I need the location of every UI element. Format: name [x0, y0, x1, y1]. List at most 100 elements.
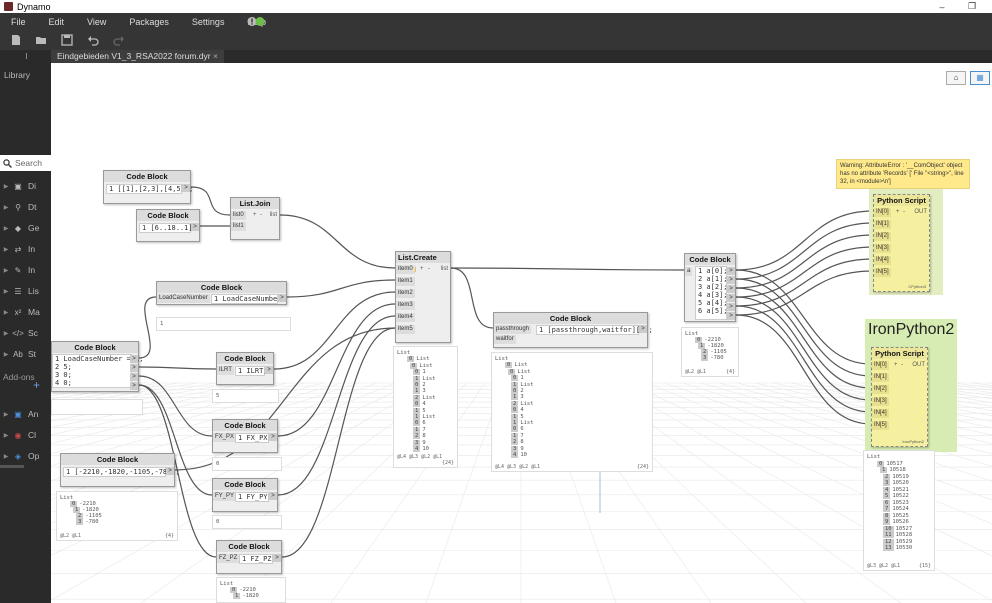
output-port[interactable]: > [278, 294, 286, 302]
connector-wire[interactable] [735, 296, 872, 401]
connector-wire[interactable] [735, 234, 874, 289]
library-scrollbar[interactable] [0, 465, 24, 468]
code-block-loadcasenumber[interactable]: Code Block LoadCaseNumber 1 LoadCaseNumb… [156, 281, 287, 305]
output-port-out[interactable]: OUT [914, 209, 927, 215]
add-package-icon[interactable]: + [33, 378, 41, 392]
input-port-list0[interactable]: list0 [231, 211, 246, 220]
code-block-node-2[interactable]: Code Block 1 [6..18..1]; > [136, 209, 200, 242]
output-port[interactable]: > [191, 223, 199, 231]
input-port-loadcasenumber[interactable]: LoadCaseNumber [157, 294, 210, 303]
input-port-waitfor[interactable]: waitfor [494, 335, 516, 344]
input-port-fy[interactable]: FY_PY [213, 492, 237, 501]
input-port-fz[interactable]: FZ_PZ [217, 554, 240, 563]
input-port-fx[interactable]: FX_PX [213, 433, 237, 442]
output-port-1[interactable]: > [130, 355, 138, 363]
library-drag-handle[interactable] [26, 53, 27, 59]
open-folder-icon[interactable] [35, 34, 47, 46]
input-port-in4[interactable]: IN[4] [874, 256, 891, 265]
output-port[interactable]: > [182, 184, 190, 192]
list-create-node[interactable]: List.Create Inactive item0 item1 item2 i… [395, 251, 451, 343]
library-item-6[interactable]: ▶☰Lis [3, 286, 39, 296]
output-port-4[interactable]: > [130, 382, 138, 390]
code-block-fz[interactable]: Code Block FZ_PZ 1 FZ_PZ; > [216, 540, 282, 574]
code-block-fy[interactable]: Code Block FY_PY 1 FY_PY; > [212, 478, 278, 512]
menu-view[interactable]: View [87, 16, 107, 27]
input-port-item0[interactable]: item0 [396, 265, 415, 274]
code-block-main[interactable]: Code Block 1 LoadCaseNumber = 1;2 5;3 0;… [51, 341, 144, 392]
connector-wire[interactable] [174, 327, 396, 471]
connector-wire[interactable] [735, 246, 874, 298]
input-port-item1[interactable]: item1 [396, 277, 415, 286]
input-port-in5[interactable]: IN[5] [872, 421, 889, 430]
output-port[interactable]: > [269, 433, 277, 441]
library-item-3[interactable]: ▶◆Ge [3, 223, 40, 233]
output-port-3[interactable]: > [727, 285, 735, 293]
connector-wire[interactable] [138, 375, 213, 437]
code-editor[interactable]: 1 FX_PX; [235, 433, 272, 443]
connector-wire[interactable] [281, 327, 396, 558]
python-script-node-1[interactable]: Python Script IN[0] IN[1] IN[2] IN[3] IN… [873, 194, 930, 292]
connector-wire[interactable] [273, 291, 396, 370]
graph-view-button[interactable]: ▦ [970, 71, 990, 85]
connector-wire[interactable] [735, 287, 872, 389]
connector-wire[interactable] [735, 222, 874, 280]
addon-item-1[interactable]: ▶▣An [3, 409, 39, 419]
output-port-5[interactable]: > [727, 303, 735, 311]
library-item-1[interactable]: ▶▣Di [3, 181, 37, 191]
library-item-2[interactable]: ▶⚲Dt [3, 202, 37, 212]
minimize-button[interactable]: – [939, 1, 945, 12]
remove-input-button[interactable]: - [903, 209, 905, 215]
menu-file[interactable]: File [11, 16, 26, 27]
input-port-in5[interactable]: IN[5] [874, 268, 891, 277]
connector-wire[interactable] [450, 267, 494, 329]
input-port-passthrough[interactable]: passthrough [494, 325, 532, 334]
connector-wire[interactable] [190, 186, 231, 216]
input-port-in0[interactable]: IN[0] [872, 361, 889, 370]
code-block-node-1[interactable]: Code Block 1 [[1],[2,3],[4,5]]; > [103, 170, 193, 204]
warning-bubble[interactable]: Warning: AttributeError : '__ComObject' … [836, 159, 970, 189]
input-port-in3[interactable]: IN[3] [872, 397, 889, 406]
input-port-in3[interactable]: IN[3] [874, 244, 891, 253]
code-block-values[interactable]: Code Block 1 [-2210,-1820,-1105,-780]; > [60, 453, 180, 487]
connector-wire[interactable] [735, 258, 874, 307]
code-editor[interactable]: 1 FZ_PZ; [239, 554, 276, 564]
tab-workspace[interactable]: Eindgebieden V1_3_RSA2022 forum.dyr × [51, 50, 224, 63]
code-block-ilrt[interactable]: Code Block ILRT 1 ILRT; > [216, 352, 274, 385]
remove-input-button[interactable]: - [901, 362, 903, 368]
connector-wire[interactable] [138, 384, 217, 558]
save-icon[interactable] [61, 34, 73, 46]
input-port-item5[interactable]: item5 [396, 325, 415, 334]
redo-icon[interactable] [113, 34, 125, 46]
add-input-button[interactable]: + [894, 362, 898, 368]
connector-wire[interactable] [279, 214, 396, 269]
connector-wire[interactable] [735, 269, 872, 365]
code-block-fx[interactable]: Code Block FX_PX 1 FX_PX; > [212, 419, 278, 453]
add-input-button[interactable]: + [896, 209, 900, 215]
input-port-in1[interactable]: IN[1] [874, 220, 891, 229]
library-item-4[interactable]: ▶⇄In [3, 244, 36, 254]
remove-input-button[interactable]: - [260, 212, 262, 218]
input-port-in4[interactable]: IN[4] [872, 409, 889, 418]
menu-settings[interactable]: Settings [191, 16, 225, 27]
output-port-list[interactable]: list [440, 266, 448, 272]
geometry-view-button[interactable]: ⌂ [946, 71, 966, 85]
add-input-button[interactable]: + [253, 212, 257, 218]
restore-button[interactable]: ❐ [967, 1, 977, 11]
notification-icon[interactable] [247, 16, 267, 27]
add-input-button[interactable]: + [420, 266, 424, 272]
output-port[interactable]: > [265, 366, 273, 374]
tab-close-icon[interactable]: × [212, 51, 218, 61]
undo-icon[interactable] [87, 34, 99, 46]
connector-wire[interactable] [735, 314, 872, 425]
output-port-6[interactable]: > [727, 312, 735, 320]
code-editor[interactable]: 1 LoadCaseNumber; [211, 294, 286, 304]
code-editor[interactable]: 1 FY_PY; [235, 492, 272, 502]
code-editor[interactable]: 1 [-2210,-1820,-1105,-780]; [63, 467, 180, 477]
input-port-in2[interactable]: IN[2] [874, 232, 891, 241]
remove-input-button[interactable]: - [428, 266, 430, 272]
output-port-1[interactable]: > [727, 267, 735, 275]
connector-wire[interactable] [138, 384, 213, 496]
input-port-item2[interactable]: item2 [396, 289, 415, 298]
